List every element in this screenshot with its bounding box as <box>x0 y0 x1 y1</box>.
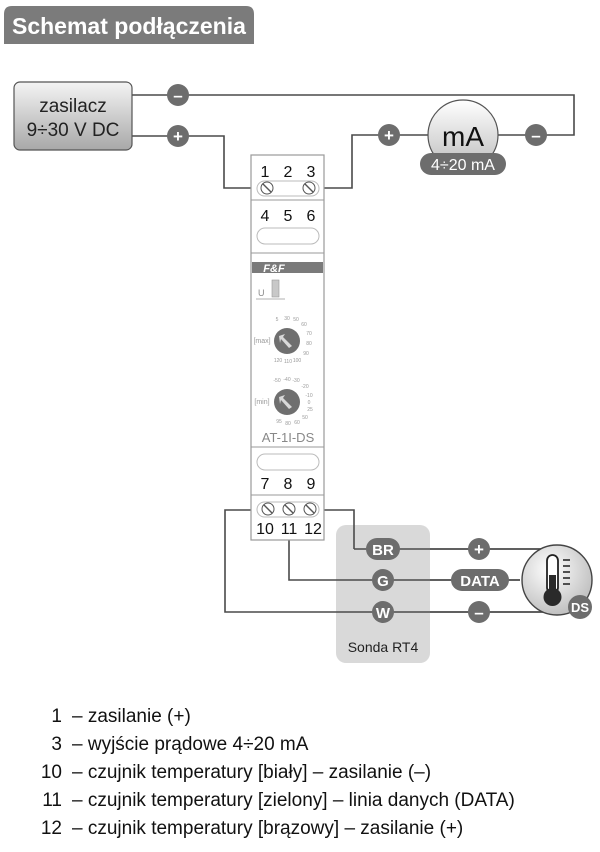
psu-minus-badge: – <box>167 84 189 106</box>
svg-text:80: 80 <box>306 341 312 347</box>
knob-max-scale: 5 30 50 60 70 80 90 100 110 120 <box>274 316 312 365</box>
svg-text:80: 80 <box>285 421 291 427</box>
svg-text:-20: -20 <box>301 384 308 390</box>
sensor-data-badge: DATA <box>451 569 509 591</box>
legend-terminal: 1 <box>51 706 62 727</box>
svg-text:30: 30 <box>284 316 290 322</box>
psu-plus-badge: + <box>167 125 189 147</box>
svg-text:60: 60 <box>301 322 307 328</box>
sensor-plus-badge: + <box>468 538 490 560</box>
minus-sign: – <box>173 86 182 105</box>
sensor-minus-badge: – <box>468 601 490 623</box>
legend-description: – czujnik temperatury [brązowy] – zasila… <box>72 818 464 839</box>
power-supply-voltage: 9÷30 V DC <box>27 120 120 141</box>
svg-text:110: 110 <box>284 359 292 365</box>
terminal-9-label: 9 <box>307 476 316 493</box>
plus-sign: + <box>384 126 394 145</box>
brand-band <box>252 262 323 273</box>
meter-minus-badge: – <box>525 124 547 146</box>
legend-description: – czujnik temperatury [biały] – zasilani… <box>72 762 432 783</box>
wire-badge-G: G <box>372 569 394 591</box>
svg-text:–: – <box>474 603 483 622</box>
svg-text:+: + <box>474 540 484 559</box>
legend-terminal: 11 <box>42 790 62 811</box>
led-indicator <box>271 279 280 298</box>
power-supply: zasilacz 9÷30 V DC <box>13 81 133 151</box>
legend-description: – czujnik temperatury [zielony] – linia … <box>72 790 515 811</box>
plus-sign: + <box>173 127 183 146</box>
svg-text:-10: -10 <box>305 393 312 399</box>
screw-terminal-12 <box>303 502 317 516</box>
meter-symbol: mA <box>442 121 484 152</box>
knob-min[interactable] <box>274 389 300 415</box>
wire-terminal3-meter <box>312 134 430 189</box>
svg-text:120: 120 <box>274 358 283 364</box>
svg-text:5: 5 <box>276 317 279 323</box>
terminal-6-label: 6 <box>307 208 316 225</box>
meter-range: 4÷20 mA <box>431 157 495 174</box>
svg-text:W: W <box>376 605 391 622</box>
led-label: U <box>258 288 265 298</box>
svg-text:-50: -50 <box>273 378 280 384</box>
knob-min-label: [min] <box>254 399 269 406</box>
screw-terminal-11 <box>282 502 296 516</box>
milliammeter: mA 4÷20 mA <box>420 99 506 175</box>
svg-text:70: 70 <box>306 331 312 337</box>
knob-max-label: [max] <box>253 338 270 345</box>
legend-terminal: 12 <box>40 818 62 839</box>
knob-min-scale: -50 -40 -30 -20 -10 0 25 50 60 80 95 <box>273 377 313 427</box>
terminal-12-label: 12 <box>304 521 322 538</box>
svg-text:DATA: DATA <box>460 573 500 590</box>
screw-terminal-1 <box>260 181 274 195</box>
svg-text:G: G <box>377 573 389 590</box>
svg-text:60: 60 <box>294 420 300 426</box>
terminal-1-label: 1 <box>261 164 270 181</box>
screw-terminal-10 <box>261 502 275 516</box>
header-tab: Schemat podłączenia <box>4 6 254 44</box>
probe-box: Sonda RT4 <box>336 525 430 663</box>
wire-badge-BR: BR <box>366 538 400 560</box>
meter-plus-badge: + <box>378 124 400 146</box>
svg-text:50: 50 <box>293 317 299 323</box>
wire-psu-minus <box>132 94 575 136</box>
legend-terminal: 10 <box>40 762 62 783</box>
knob-max[interactable] <box>274 328 300 354</box>
relay-module: 1 2 3 4 5 6 F&F U [max] 5 30 <box>250 154 325 541</box>
svg-text:BR: BR <box>372 542 394 559</box>
terminal-10-label: 10 <box>256 521 274 538</box>
probe-name: Sonda RT4 <box>348 639 419 655</box>
temperature-sensor: DS <box>521 544 593 619</box>
knob-arrow-icon <box>279 395 292 409</box>
svg-text:25: 25 <box>307 407 313 413</box>
model-label: AT-1I-DS <box>262 430 315 445</box>
svg-text:95: 95 <box>276 419 282 425</box>
terminal-4-label: 4 <box>261 208 270 225</box>
knob-arrow-icon <box>279 334 292 348</box>
sensor-type-badge: DS <box>571 600 589 615</box>
terminal-7-label: 7 <box>261 476 270 493</box>
legend-description: – wyjście prądowe 4÷20 mA <box>72 734 309 755</box>
svg-text:100: 100 <box>293 358 302 364</box>
terminal-3-label: 3 <box>307 164 316 181</box>
power-supply-label: zasilacz <box>39 96 107 117</box>
svg-text:90: 90 <box>303 351 309 357</box>
terminal-5-label: 5 <box>284 208 293 225</box>
terminal-11-label: 11 <box>281 521 298 538</box>
svg-text:50: 50 <box>302 415 308 421</box>
legend-terminal: 3 <box>51 734 62 755</box>
minus-sign: – <box>531 126 540 145</box>
terminal-8-label: 8 <box>284 476 293 493</box>
brand-logo: F&F <box>263 263 285 275</box>
svg-text:-40: -40 <box>283 377 290 383</box>
svg-text:-30: -30 <box>292 378 299 384</box>
screw-terminal-3 <box>302 181 316 195</box>
svg-text:0: 0 <box>308 400 311 406</box>
wire-psu-plus <box>132 135 266 189</box>
thermometer-icon <box>543 554 570 606</box>
wire-badge-W: W <box>372 601 394 623</box>
legend-description: – zasilanie (+) <box>72 706 191 727</box>
page-title: Schemat podłączenia <box>12 13 246 39</box>
terminal-2-label: 2 <box>284 164 293 181</box>
